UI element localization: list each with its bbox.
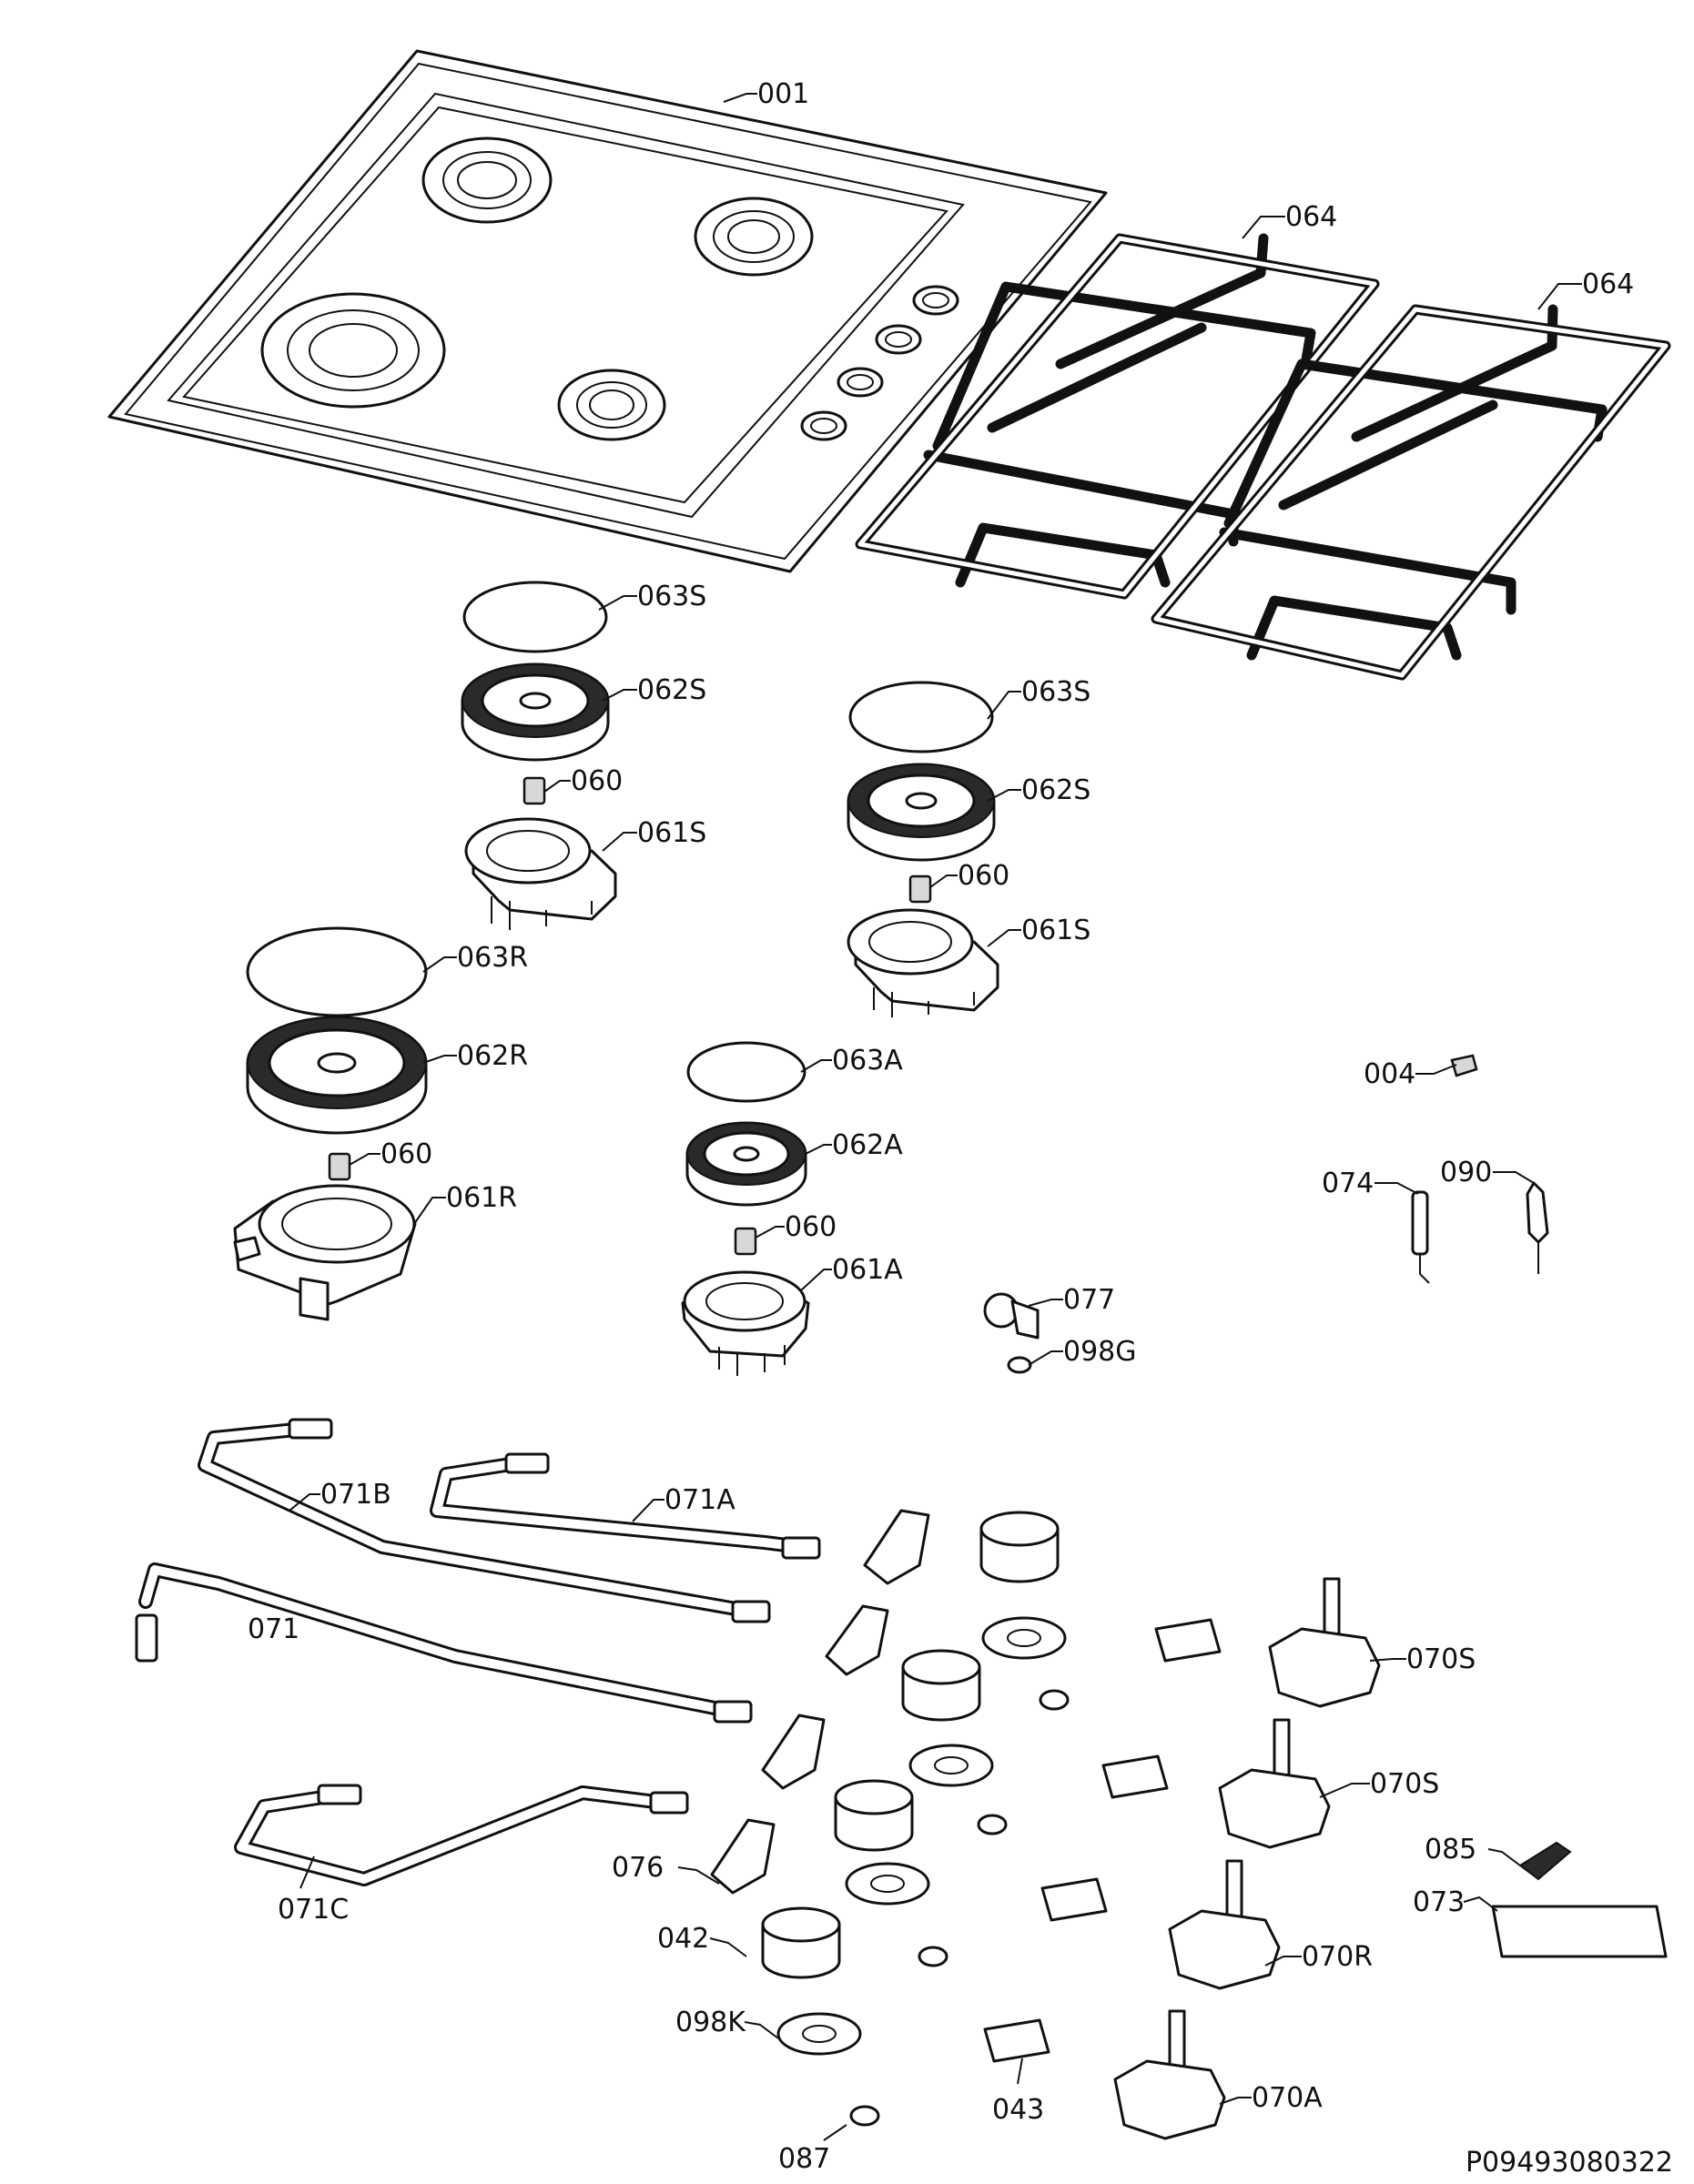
burner-well-rear-left xyxy=(421,136,553,224)
callout-064-right: 064 xyxy=(1582,268,1634,300)
part-061a-burner-base[interactable] xyxy=(681,1270,810,1376)
callout-060-4: 060 xyxy=(785,1211,837,1243)
part-061r-burner-base[interactable] xyxy=(233,1184,417,1321)
part-063r-cap[interactable] xyxy=(246,926,428,1017)
burner-well-rear-right xyxy=(694,197,814,277)
part-071a-gas-pipe[interactable] xyxy=(430,1452,821,1560)
part-062a-crown[interactable] xyxy=(685,1121,807,1207)
callout-062r: 062R xyxy=(457,1040,528,1072)
callout-073: 073 xyxy=(1413,1886,1465,1918)
callout-070s-2: 070S xyxy=(1370,1768,1439,1800)
part-076-brackets[interactable] xyxy=(710,1509,930,1895)
callout-063r: 063R xyxy=(457,942,528,974)
callout-098g: 098G xyxy=(1063,1336,1137,1368)
callout-labels: 001 064 064 063S 062S 060 061S 063S 062S… xyxy=(248,78,1634,2175)
part-061s-burner-base-1[interactable] xyxy=(464,817,617,930)
callout-071b: 071B xyxy=(320,1479,391,1511)
callout-061a: 061A xyxy=(832,1254,903,1286)
callout-004: 004 xyxy=(1364,1058,1415,1090)
callout-060-3: 060 xyxy=(380,1138,432,1170)
part-070r-valve[interactable] xyxy=(1168,1859,1281,1990)
callout-061s-2: 061S xyxy=(1021,915,1090,946)
callout-070a: 070A xyxy=(1252,2082,1323,2114)
leader-lines xyxy=(254,93,1582,2141)
callout-063s-1: 063S xyxy=(637,581,706,612)
part-062s-crown-1[interactable] xyxy=(461,662,610,762)
callout-062s-2: 062S xyxy=(1021,774,1090,806)
part-070s-valve-2[interactable] xyxy=(1218,1718,1331,1849)
part-063s-cap-2[interactable] xyxy=(848,681,994,753)
part-073-ignition-generator[interactable] xyxy=(1491,1905,1668,1958)
callout-070r: 070R xyxy=(1302,1941,1373,1973)
burner-well-front-right xyxy=(557,369,666,441)
callout-062s-1: 062S xyxy=(637,674,706,706)
callout-087: 087 xyxy=(778,2143,830,2175)
part-043-microswitches[interactable] xyxy=(983,1618,1222,2063)
part-042-knobs[interactable] xyxy=(761,1511,1060,1979)
part-085-clip[interactable] xyxy=(1518,1841,1572,1881)
part-064-pan-support-right[interactable] xyxy=(1151,304,1671,681)
callout-074: 074 xyxy=(1322,1168,1374,1199)
part-070a-valve[interactable] xyxy=(1113,2009,1226,2140)
callout-063a: 063A xyxy=(832,1045,903,1077)
callout-042: 042 xyxy=(657,1923,709,1955)
callout-077: 077 xyxy=(1063,1284,1115,1316)
part-071b-gas-pipe[interactable] xyxy=(198,1418,771,1623)
callout-071: 071 xyxy=(248,1613,299,1645)
callout-062a: 062A xyxy=(832,1129,903,1161)
callout-098k: 098K xyxy=(675,2007,746,2038)
part-062r-crown[interactable] xyxy=(246,1016,428,1135)
part-070s-valve-1[interactable] xyxy=(1268,1577,1381,1708)
part-098k-bezels[interactable] xyxy=(776,1616,1067,2056)
part-061s-burner-base-2[interactable] xyxy=(847,908,999,1017)
callout-071a: 071A xyxy=(664,1484,735,1516)
callout-063s-2: 063S xyxy=(1021,676,1090,708)
part-071-gas-pipe[interactable] xyxy=(135,1562,753,1724)
part-098g-washer[interactable] xyxy=(1007,1356,1032,1374)
callout-061s-1: 061S xyxy=(637,817,706,849)
part-063a-cap[interactable] xyxy=(686,1041,806,1103)
part-060-injector-4[interactable] xyxy=(734,1227,757,1256)
callout-071c: 071C xyxy=(278,1894,349,1926)
burner-well-front-left xyxy=(260,292,446,409)
part-062s-crown-2[interactable] xyxy=(847,763,996,862)
callout-085: 085 xyxy=(1425,1834,1476,1866)
part-063s-cap-1[interactable] xyxy=(462,581,608,653)
part-060-injector-3[interactable] xyxy=(328,1152,351,1181)
callout-001: 001 xyxy=(757,78,809,110)
callout-061r: 061R xyxy=(446,1182,517,1214)
part-077-elbow-connector[interactable] xyxy=(983,1292,1040,1340)
knob-holes xyxy=(800,285,959,441)
callout-090: 090 xyxy=(1440,1157,1492,1188)
part-060-injector-2[interactable] xyxy=(908,875,932,904)
callout-070s-1: 070S xyxy=(1406,1643,1476,1675)
callout-060-2: 060 xyxy=(958,860,1009,892)
part-060-injector-1[interactable] xyxy=(522,776,546,805)
document-id: P09493080322 xyxy=(1466,2147,1673,2179)
callout-064-left: 064 xyxy=(1285,201,1337,233)
callout-060-1: 060 xyxy=(571,765,623,797)
part-004-clip[interactable] xyxy=(1450,1054,1478,1077)
part-001-hob-top[interactable] xyxy=(107,49,1108,573)
callout-043: 043 xyxy=(992,2094,1044,2126)
part-090-thermocouple[interactable] xyxy=(1526,1181,1549,1274)
part-087-washers[interactable] xyxy=(849,1689,1070,2127)
part-074-spark-electrode[interactable] xyxy=(1411,1190,1430,1284)
part-071c-gas-pipe[interactable] xyxy=(234,1784,689,1886)
callout-076: 076 xyxy=(612,1852,664,1884)
